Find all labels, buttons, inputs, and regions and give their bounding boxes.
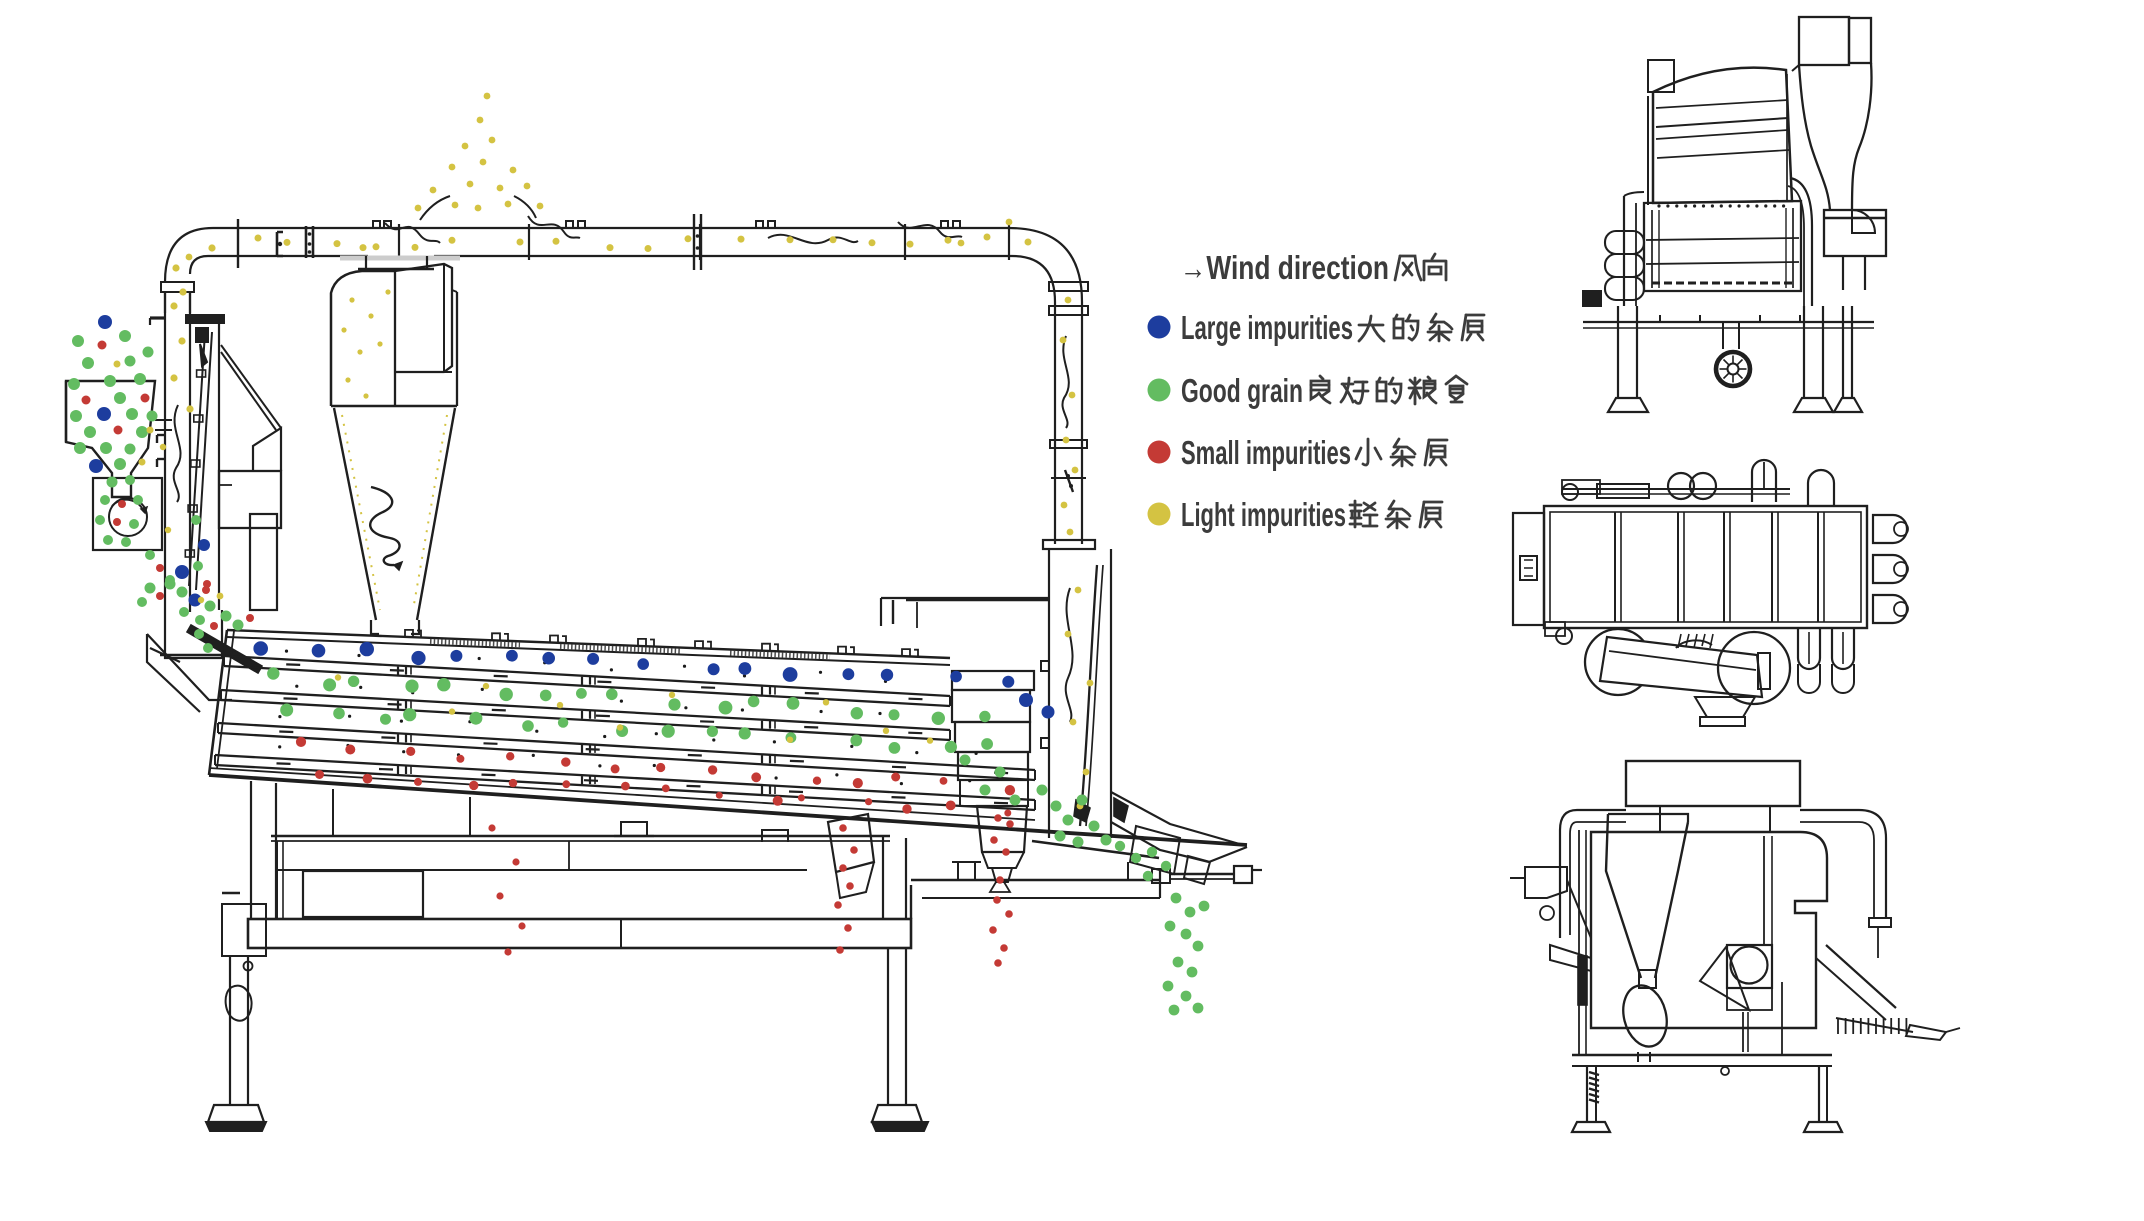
- svg-text:Good grain: Good grain: [1181, 372, 1303, 409]
- svg-text:→Wind direction: →Wind direction: [1180, 249, 1389, 286]
- svg-text:Light impurities: Light impurities: [1181, 496, 1346, 533]
- svg-text:Large impurities: Large impurities: [1181, 309, 1353, 346]
- svg-text:Small impurities: Small impurities: [1181, 434, 1351, 471]
